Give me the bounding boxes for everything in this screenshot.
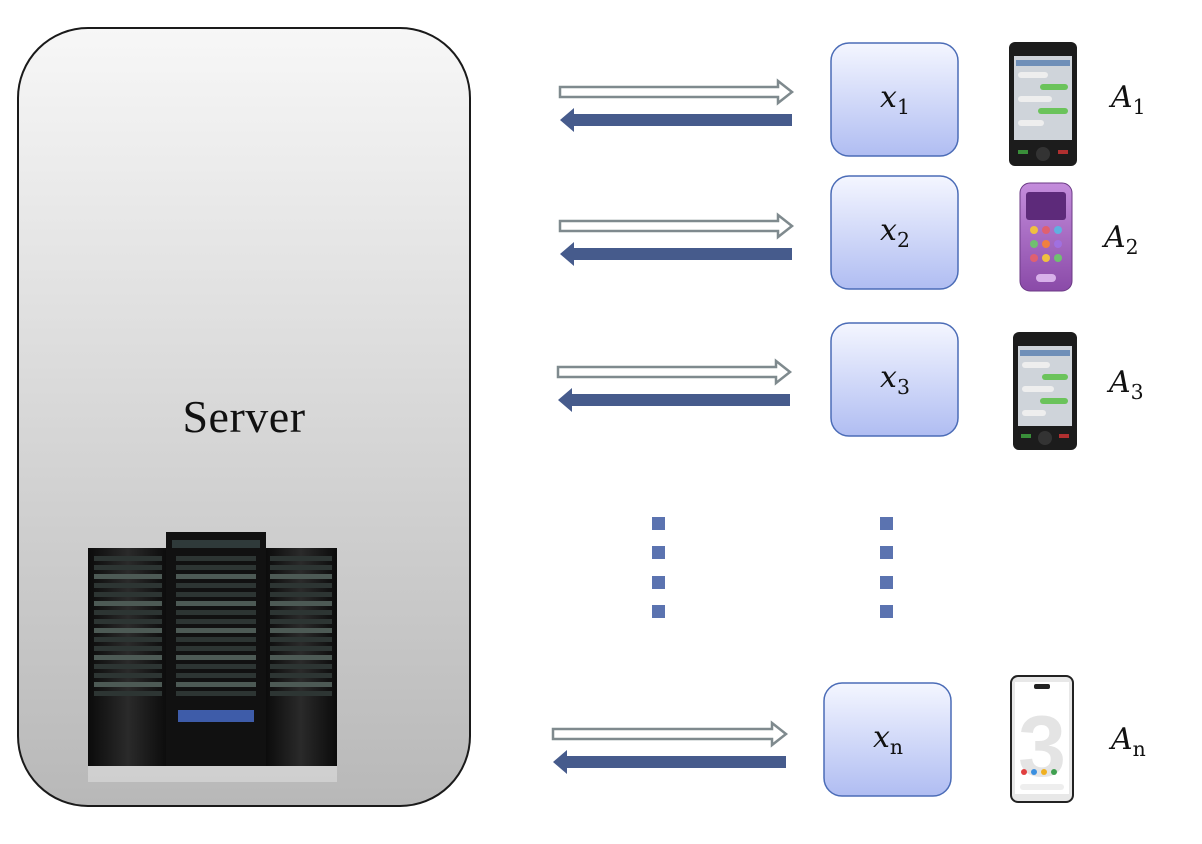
node-box-x2 [830, 175, 959, 290]
device-var: A [1111, 722, 1133, 757]
rack-slot [270, 601, 332, 606]
rack-slot [270, 628, 332, 633]
rack-slot [270, 619, 332, 624]
rack-slot [176, 574, 256, 579]
svg-text:3: 3 [1018, 699, 1066, 795]
smartphone-chat-icon [1009, 42, 1077, 166]
rack-slot [94, 646, 162, 651]
device-var-sub: n [1132, 737, 1146, 762]
rack-slot [176, 682, 256, 687]
upload-arrow-xn [551, 720, 789, 748]
node-var: x [872, 720, 890, 755]
server-rack-icon [88, 532, 337, 782]
node-var-sub: 1 [896, 95, 910, 120]
rack-slot [176, 664, 256, 669]
rack-slot [270, 556, 332, 561]
upload-arrow-x3 [556, 358, 793, 386]
node-var: x [880, 213, 897, 248]
rack-slot [176, 655, 256, 660]
rack-slot [176, 592, 256, 597]
rack-slot [176, 583, 256, 588]
rack-slot [270, 637, 332, 642]
rack-slot [270, 691, 332, 696]
rack-slot [94, 610, 162, 615]
rack-slot [176, 556, 256, 561]
node-label-xn: xn [824, 720, 952, 759]
device-var-sub: 1 [1132, 95, 1146, 120]
node-label-x3: x3 [831, 360, 959, 399]
node-label-x1: x1 [831, 80, 959, 119]
rack-slot [270, 664, 332, 669]
rack-slot [94, 592, 162, 597]
rack-slot [176, 610, 256, 615]
rack-slot [94, 673, 162, 678]
rack-slot [94, 583, 162, 588]
rack-slot [94, 637, 162, 642]
device-var-sub: 2 [1125, 235, 1139, 260]
upload-arrow-x2 [558, 212, 795, 240]
node-box-xn [823, 682, 952, 797]
node-var: x [880, 80, 897, 115]
rack-slot [270, 610, 332, 615]
rack-slot [176, 691, 256, 696]
rack-slot [94, 619, 162, 624]
device-var: A [1109, 365, 1131, 400]
node-label-x2: x2 [831, 213, 959, 252]
server-label: Server [182, 391, 306, 442]
ellipsis-left [652, 517, 665, 618]
rack-slot [176, 637, 256, 642]
rack-slot [94, 556, 162, 561]
rack-slot [270, 565, 332, 570]
download-arrow-xn [553, 750, 786, 774]
rack-slot [176, 628, 256, 633]
node-var-sub: n [889, 735, 904, 760]
rack-slot [270, 646, 332, 651]
device-label-a1: A1 [1111, 80, 1146, 119]
rack-slot [94, 691, 162, 696]
device-label-a3: A3 [1109, 365, 1144, 404]
rack-slot [270, 574, 332, 579]
rack-slot [94, 682, 162, 687]
download-arrow-x2 [560, 242, 792, 266]
rack-slot [94, 574, 162, 579]
device-var-sub: 3 [1130, 380, 1144, 405]
device-var: A [1104, 220, 1126, 255]
node-var: x [880, 360, 897, 395]
rack-slot [176, 565, 256, 570]
node-var-sub: 3 [896, 375, 910, 400]
rack-slot [94, 664, 162, 669]
rack-slot [176, 646, 256, 651]
rack-slot [176, 619, 256, 624]
rack-slot [270, 592, 332, 597]
smartphone-chat-icon [1013, 332, 1077, 450]
rack-slot [94, 601, 162, 606]
device-label-an: An [1111, 722, 1146, 761]
node-var-sub: 2 [896, 228, 910, 253]
download-arrow-x3 [558, 388, 790, 412]
upload-arrow-x1 [558, 78, 795, 106]
rack-slot [94, 628, 162, 633]
rack-slot [270, 673, 332, 678]
rack-slot [94, 655, 162, 660]
ellipsis-right [880, 517, 893, 618]
android-phone-icon: 3 [1010, 675, 1074, 803]
toy-phone-icon [1019, 182, 1073, 292]
device-label-a2: A2 [1104, 220, 1139, 259]
rack-slot [176, 673, 256, 678]
node-box-x1 [830, 42, 959, 157]
arrows-layer [551, 78, 795, 774]
rack-slot [270, 655, 332, 660]
rack-slot [270, 682, 332, 687]
rack-slot [270, 583, 332, 588]
rack-slot [94, 565, 162, 570]
device-var: A [1111, 80, 1133, 115]
download-arrow-x1 [560, 108, 792, 132]
node-box-x3 [830, 322, 959, 437]
rack-slot [176, 601, 256, 606]
